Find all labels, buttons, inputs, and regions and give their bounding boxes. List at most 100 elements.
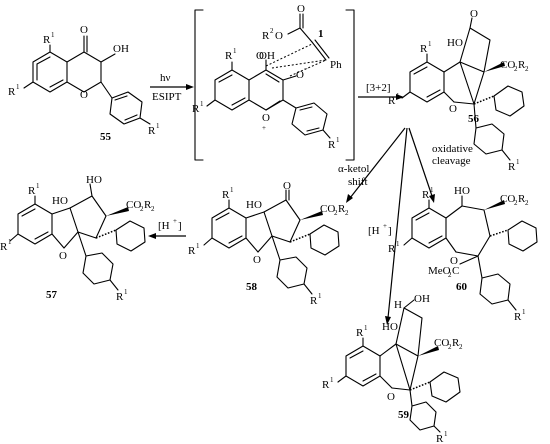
atom-label: Ph (330, 59, 342, 71)
compound-number: 55 (100, 131, 112, 143)
compound-56: O HO O CO 2 R 2 R 1 R 1 R 1 56 (388, 8, 529, 173)
atom-label: O (297, 3, 305, 15)
atom-label-subscript: 2 (151, 205, 155, 213)
atom-label-subscript: 2 (514, 65, 518, 73)
atom-label: O (387, 391, 395, 403)
atom-label: HO (52, 195, 68, 207)
intermediate-oxidopyrylium: O R 2 O 1 Ph O OH O − O + R 1 R 1 R 1 (192, 3, 342, 151)
atom-label: OH (113, 43, 129, 55)
atom-label-subscript: 2 (448, 343, 452, 351)
atom-label-superscript: 1 (16, 83, 20, 91)
atom-label: R (310, 295, 318, 307)
atom-label-superscript: 1 (318, 292, 322, 300)
atom-label: MeO (428, 265, 451, 277)
reaction-arrow-acid-middle: [H + ] (368, 127, 408, 325)
atom-label: R (8, 86, 16, 98)
atom-label-subscript: 2 (525, 65, 529, 73)
atom-label-superscript: 1 (516, 158, 520, 166)
atom-label: O (450, 255, 458, 267)
atom-label: R (148, 125, 156, 137)
atom-label-superscript: 1 (156, 122, 160, 130)
atom-label: O (449, 103, 457, 115)
atom-label: HO (86, 174, 102, 186)
atom-label: O (275, 30, 283, 42)
atom-label: C (452, 265, 459, 277)
atom-label: CO (500, 59, 515, 71)
reaction-arrow-ketol-shift: α-ketol shift (338, 127, 406, 203)
atom-label-superscript: 1 (396, 92, 400, 100)
reagent-label: ] (178, 220, 182, 232)
compound-55: O OH O R 1 R 1 R 1 55 (8, 24, 160, 143)
atom-label: O (470, 8, 478, 20)
atom-label-superscript: 1 (233, 47, 237, 55)
atom-label-superscript: 1 (196, 242, 200, 250)
reagent-label: oxidative (432, 143, 473, 155)
atom-label: O (59, 250, 67, 262)
atom-label: O (80, 24, 88, 36)
atom-label: O (296, 69, 304, 81)
reagent-label: shift (348, 176, 368, 188)
atom-label: CO (320, 203, 335, 215)
atom-label-superscript: 2 (270, 27, 274, 35)
atom-label-superscript: 1 (330, 376, 334, 384)
atom-label: R (508, 161, 516, 173)
compound-number: 58 (246, 281, 258, 293)
compound-number: 59 (398, 409, 410, 421)
atom-label: R (518, 59, 526, 71)
atom-label: R (262, 30, 270, 42)
atom-label-superscript: 1 (364, 324, 368, 332)
atom-label: R (436, 433, 444, 444)
atom-label: R (422, 189, 430, 201)
compound-number: 1 (318, 28, 324, 40)
atom-label: R (452, 337, 460, 349)
atom-label: O (283, 180, 291, 192)
atom-label: O (262, 112, 270, 124)
reagent-label: [H (368, 225, 380, 237)
atom-label-subscript: 2 (514, 199, 518, 207)
reaction-arrow-oxidative-cleavage: oxidative cleavage (408, 127, 473, 203)
atom-label: OH (259, 50, 275, 62)
atom-label: CO (434, 337, 449, 349)
atom-label-superscript: 1 (230, 186, 234, 194)
reagent-label: [3+2] (366, 82, 391, 94)
compound-number: 60 (456, 281, 468, 293)
atom-label: R (322, 379, 330, 391)
reagent-superscript: + (173, 217, 177, 225)
atom-label: R (338, 203, 346, 215)
atom-label: R (328, 139, 336, 151)
atom-label: O (253, 254, 261, 266)
atom-label: R (28, 185, 36, 197)
atom-label: R (388, 95, 396, 107)
atom-label-superscript: 1 (336, 136, 340, 144)
atom-label-superscript: 1 (428, 40, 432, 48)
atom-label-superscript: 1 (36, 182, 40, 190)
atom-label: OH (414, 293, 430, 305)
atom-label: CO (126, 199, 141, 211)
reagent-label: ESIPT (152, 91, 182, 103)
atom-label: R (188, 245, 196, 257)
atom-label-superscript: 1 (124, 288, 128, 296)
atom-label: HO (447, 37, 463, 49)
atom-label-subscript: 2 (334, 209, 338, 217)
atom-label-superscript: 1 (51, 31, 55, 39)
atom-label-superscript: 1 (8, 238, 12, 246)
atom-label-superscript: 1 (430, 186, 434, 194)
atom-label: O (80, 89, 88, 101)
atom-label-subscript: 2 (345, 209, 349, 217)
reaction-arrow-cycloaddition: [3+2] (358, 82, 404, 100)
atom-label: O (256, 50, 264, 62)
atom-label-superscript: 1 (200, 100, 204, 108)
atom-label-superscript: 1 (522, 308, 526, 316)
compound-59: H OH HO O CO 2 R 2 R 1 R 1 R 1 59 (322, 293, 463, 444)
atom-label-superscript: + (262, 124, 266, 132)
reagent-label: hν (160, 72, 171, 84)
atom-label-superscript: − (304, 65, 308, 73)
reagent-label: [H (158, 220, 170, 232)
atom-label-subscript: 2 (448, 271, 452, 279)
atom-label-superscript: 1 (396, 240, 400, 248)
atom-label-superscript: 1 (444, 430, 448, 438)
atom-label: CO (500, 193, 515, 205)
reagent-label: α-ketol (338, 163, 369, 175)
atom-label: R (144, 199, 152, 211)
